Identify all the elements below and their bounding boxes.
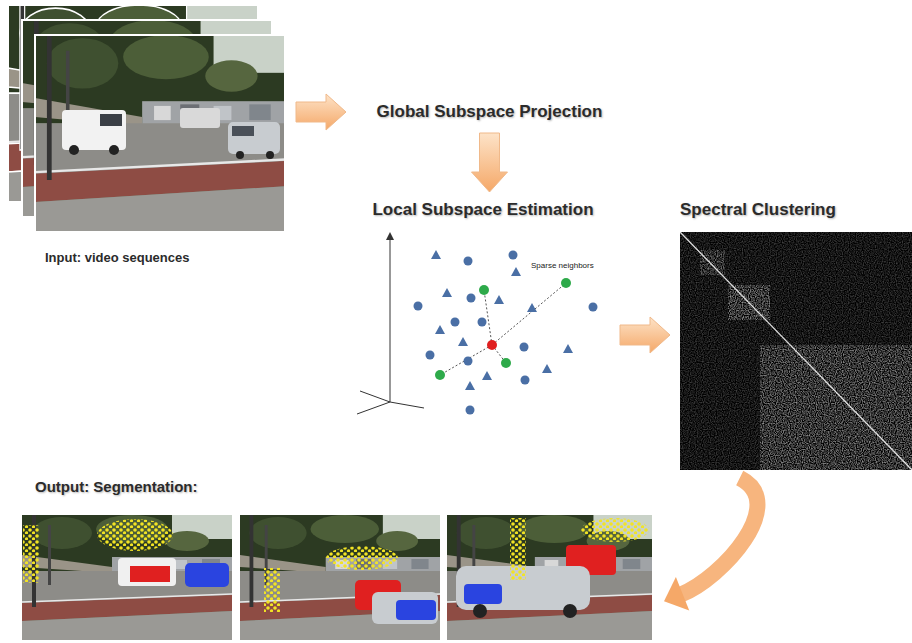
input-frames-part bbox=[180, 108, 220, 128]
scatter-plot-part bbox=[435, 278, 571, 380]
input-frames-part bbox=[236, 151, 244, 159]
output-frames-part bbox=[240, 515, 440, 640]
flow-arrow bbox=[620, 317, 670, 353]
scatter-plot-part-part bbox=[542, 364, 552, 373]
output-frames-part bbox=[396, 600, 436, 620]
scatter-plot-part-part bbox=[589, 303, 598, 312]
affinity-matrix-part bbox=[680, 232, 912, 470]
scatter-plot-part bbox=[386, 232, 394, 240]
output-frames-part bbox=[372, 592, 438, 624]
block-arrow bbox=[472, 133, 508, 192]
scatter-plot-part-part bbox=[360, 391, 390, 402]
affinity-matrix-part bbox=[760, 345, 912, 470]
output-frames-part bbox=[130, 566, 170, 582]
output-panel: Output: Segmentation: bbox=[18, 476, 658, 643]
flow-arrow bbox=[296, 94, 346, 130]
input-panel: Input: video sequences bbox=[8, 5, 290, 270]
scatter-plot-part bbox=[414, 250, 598, 415]
input-frames-part bbox=[69, 145, 79, 155]
scatter-plot-part-part bbox=[492, 283, 566, 345]
output-frames-part bbox=[22, 515, 232, 640]
scatter-plot-part-part bbox=[357, 402, 390, 414]
input-frames-part bbox=[35, 35, 285, 232]
process-step: Spectral Clustering bbox=[676, 198, 912, 472]
output-frames-part bbox=[23, 525, 39, 583]
scatter-plot-part-part bbox=[390, 402, 424, 408]
arrow-head bbox=[664, 577, 689, 610]
input-frames-part bbox=[228, 122, 280, 154]
scatter-plot-part-part bbox=[482, 371, 492, 380]
scatter-plot-part bbox=[357, 236, 424, 414]
scatter-plot-part-part bbox=[390, 236, 391, 402]
scatter-plot bbox=[357, 232, 598, 415]
affinity-matrix-part bbox=[680, 232, 912, 470]
scatter-plot-part-part bbox=[451, 318, 460, 327]
input-frames-part bbox=[35, 35, 285, 232]
node-text: Input: video sequences bbox=[45, 250, 189, 265]
scatter-plot-part-part bbox=[479, 285, 489, 295]
affinity-matrix-part bbox=[680, 232, 912, 470]
flow-arrow bbox=[664, 478, 757, 611]
scatter-plot-part-part bbox=[440, 345, 492, 375]
scatter-plot-part-part bbox=[442, 288, 452, 297]
process-step: Local Subspace Estimation bbox=[352, 198, 614, 422]
input-frames-part bbox=[266, 151, 274, 159]
scatter-plot-part bbox=[440, 283, 566, 375]
scatter-plot-part-part bbox=[435, 370, 445, 380]
scatter-plot-part-part bbox=[484, 290, 492, 345]
scatter-plot-part-part bbox=[426, 351, 435, 360]
scatter-plot-part-part bbox=[467, 294, 476, 303]
input-frames-part bbox=[62, 110, 126, 150]
output-frames bbox=[22, 515, 652, 640]
scatter-plot-part-part bbox=[414, 302, 423, 311]
scatter-plot-part-part bbox=[435, 325, 445, 334]
node-text: Local Subspace Estimation bbox=[372, 200, 593, 220]
affinity-matrix-part bbox=[700, 250, 725, 275]
output-frames-part bbox=[510, 518, 526, 580]
scatter-plot-part-part bbox=[464, 357, 473, 366]
input-frames-part bbox=[109, 145, 119, 155]
curved-arrow-shaft bbox=[681, 478, 758, 595]
node-text: Global Subspace Projection bbox=[377, 102, 603, 122]
scatter-plot-part-part bbox=[458, 337, 468, 346]
scatter-plot-part-part bbox=[431, 250, 441, 259]
output-frames-part bbox=[473, 604, 487, 618]
scatter-plot-part-part bbox=[465, 381, 475, 390]
node-text: Output: Segmentation: bbox=[35, 478, 197, 495]
input-frames bbox=[8, 5, 285, 232]
scatter-plot-part-part bbox=[478, 318, 487, 327]
output-frames-part bbox=[447, 515, 652, 640]
block-arrow bbox=[620, 317, 670, 353]
output-frames-part bbox=[326, 546, 398, 570]
scatter-plot-part-part bbox=[563, 344, 573, 353]
scatter-plot-part-part bbox=[466, 406, 475, 415]
scatter-plot-part-part bbox=[509, 251, 518, 260]
output-frames-part bbox=[581, 518, 649, 542]
scatter-plot-part bbox=[487, 340, 497, 350]
input-frames-part bbox=[100, 114, 122, 126]
output-frames-part bbox=[264, 568, 280, 612]
output-frames-part bbox=[118, 558, 176, 586]
scatter-plot-part-part bbox=[521, 376, 530, 385]
scatter-plot-part-part bbox=[464, 257, 473, 266]
affinity-matrix bbox=[680, 232, 912, 470]
scatter-plot-part-part bbox=[511, 267, 521, 276]
scatter-plot-part-part bbox=[520, 343, 529, 352]
process-step: Global Subspace Projection bbox=[352, 97, 627, 127]
scatter-plot-part-part bbox=[561, 278, 571, 288]
scatter-plot-part-part bbox=[501, 358, 511, 368]
scatter-plot-part-part bbox=[494, 295, 504, 304]
flow-arrow bbox=[472, 133, 508, 192]
block-arrow bbox=[296, 94, 346, 130]
output-frames-part bbox=[185, 563, 229, 587]
input-frames-part bbox=[232, 126, 254, 136]
scatter-plot-part-part bbox=[527, 303, 537, 312]
node-text: Spectral Clustering bbox=[680, 200, 836, 220]
output-frames-part bbox=[464, 584, 502, 604]
output-frames-part bbox=[563, 604, 577, 618]
plot-annotation: Sparse neighbors bbox=[530, 261, 595, 270]
output-frames-part bbox=[97, 519, 173, 551]
